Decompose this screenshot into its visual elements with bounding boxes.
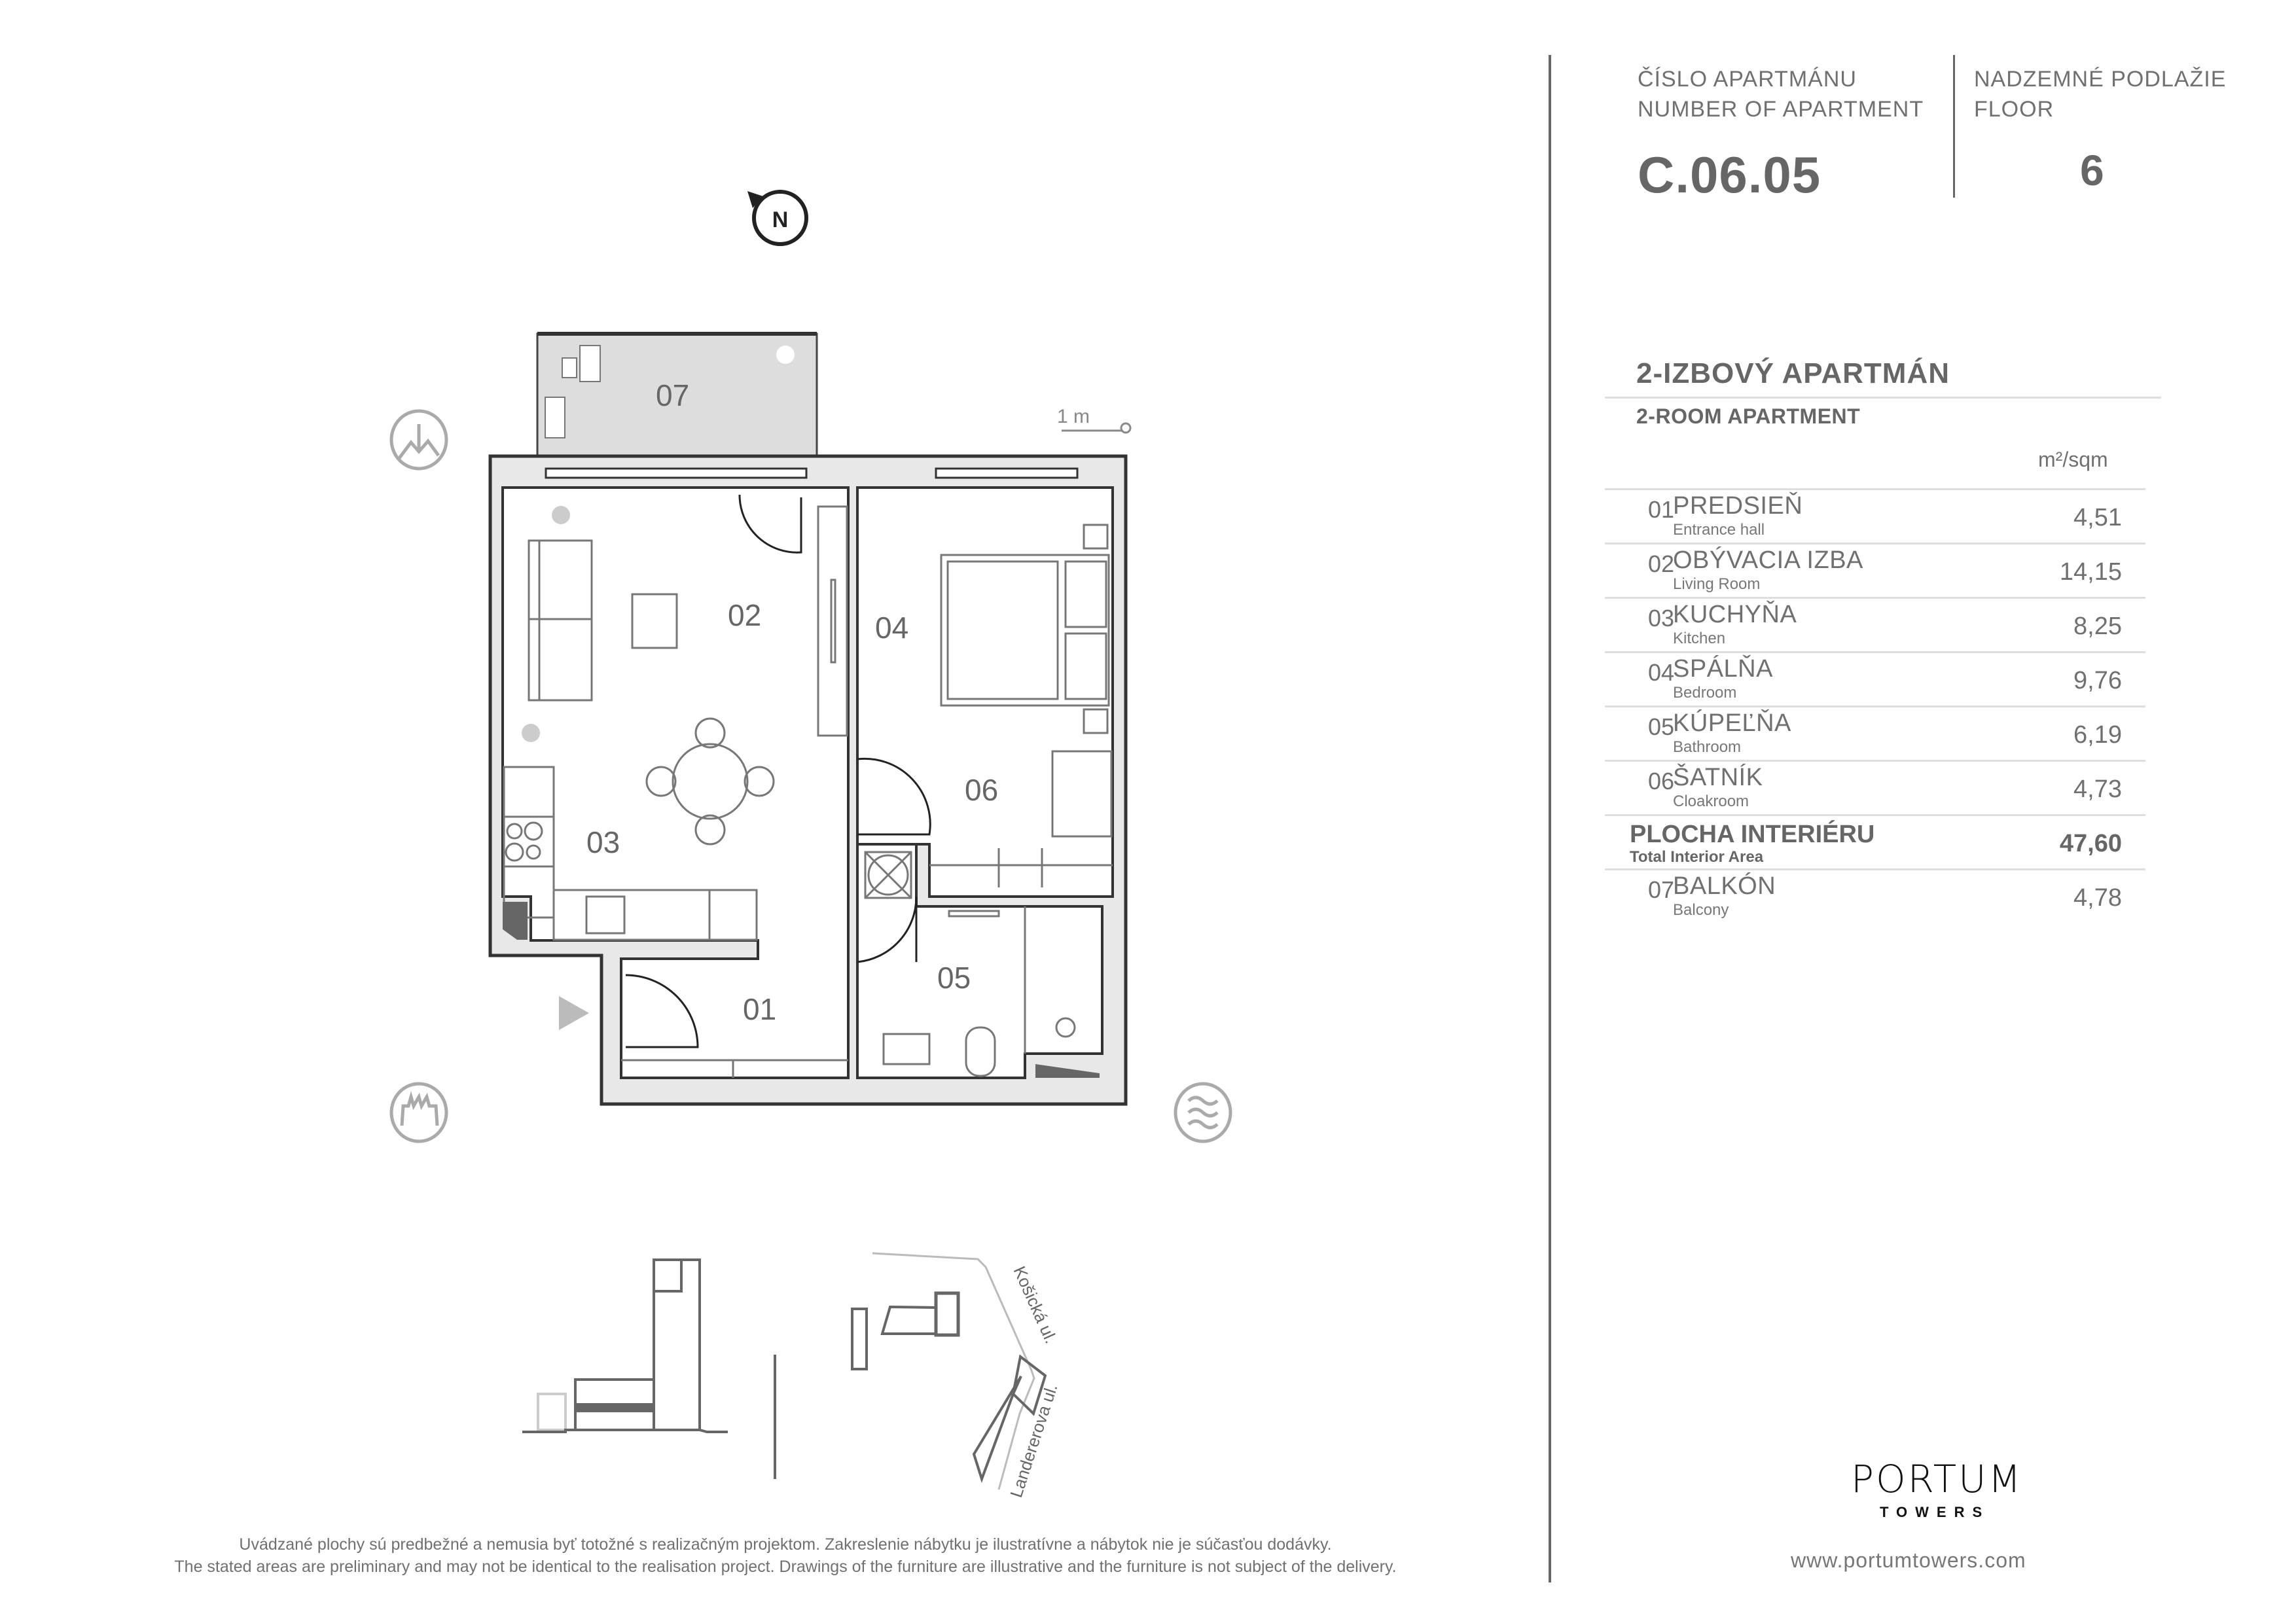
row-divider <box>1605 705 2145 707</box>
plant-icons <box>522 346 795 742</box>
room-row-06: 06 ŠATNÍK Cloakroom 4,73 <box>1605 764 2142 817</box>
room-label-04: 04 <box>875 611 908 645</box>
room-label-01: 01 <box>743 992 776 1026</box>
table-top-line <box>1605 488 2145 490</box>
room-name: KÚPEĽŇA <box>1673 709 1791 737</box>
windows <box>545 467 1079 479</box>
furniture <box>503 505 1113 1078</box>
room-name-en: Kitchen <box>1673 630 1726 647</box>
logo-sub: TOWERS <box>1880 1504 1990 1520</box>
room-number: 07 <box>1647 876 1674 903</box>
room-name-en: Bedroom <box>1673 684 1737 702</box>
room-row-04: 04 SPÁLŇA Bedroom 9,76 <box>1605 655 2142 709</box>
svg-text:1 m: 1 m <box>1057 406 1090 427</box>
panel-divider <box>1549 55 1551 1582</box>
mountain-view-icon <box>389 409 448 471</box>
total-area-row: PLOCHA INTERIÉRU Total Interior Area 47,… <box>1605 818 2142 872</box>
room-name-en: Balcony <box>1673 901 1729 919</box>
room-number: 02 <box>1647 550 1674 577</box>
apartment-type-subtitle: 2-ROOM APARTMENT <box>1636 404 1861 428</box>
room-number: 06 <box>1647 768 1674 794</box>
disclaimer-sk: Uvádzané plochy sú predbežné a nemusia b… <box>239 1535 1332 1554</box>
row-divider <box>1605 543 2145 544</box>
room-row-02: 02 OBÝVACIA IZBA Living Room 14,15 <box>1605 546 2142 600</box>
room-area: 4,51 <box>2073 504 2122 531</box>
room-name: BALKÓN <box>1673 872 1776 900</box>
city-view-icon <box>389 1082 448 1143</box>
apartment-number: C.06.05 <box>1638 146 1821 204</box>
scale-bar: 1 m <box>1057 406 1132 434</box>
floor-plan: N 1 m 07 <box>389 190 1232 1500</box>
floor-label: NADZEMNÉ PODLAŽIE FLOOR <box>1974 64 2226 124</box>
apartment-number-label: ČÍSLO APARTMÁNU NUMBER OF APARTMENT <box>1638 64 1924 124</box>
total-area-label: PLOCHA INTERIÉRU <box>1630 821 1875 848</box>
room-name: SPÁLŇA <box>1673 655 1773 683</box>
room-area: 6,19 <box>2073 721 2122 749</box>
room-area: 9,76 <box>2073 667 2122 694</box>
site-plan <box>851 1252 1047 1490</box>
portum-logo: PORTUM TOWERS <box>1767 1296 2094 1531</box>
room-label-03: 03 <box>586 825 620 859</box>
room-area: 4,78 <box>2073 884 2122 912</box>
row-divider <box>1605 651 2145 653</box>
room-area: 8,25 <box>2073 613 2122 640</box>
room-row-01: 01 PREDSIEŇ Entrance hall 4,51 <box>1605 492 2142 546</box>
street-label-landererova: Landererova ul. <box>1006 1382 1061 1500</box>
floor-label-en: FLOOR <box>1974 97 2054 122</box>
building-section <box>522 1258 776 1479</box>
room-number: 03 <box>1647 605 1674 632</box>
room-name: ŠATNÍK <box>1673 764 1763 791</box>
floor-label-sk: NADZEMNÉ PODLAŽIE <box>1974 67 2227 92</box>
room-name-en: Entrance hall <box>1673 521 1765 539</box>
room-number: 05 <box>1647 713 1674 740</box>
logo-name: PORTUM <box>1851 1457 2023 1501</box>
north-compass-icon: N <box>747 190 808 246</box>
room-name: KUCHYŇA <box>1673 601 1797 628</box>
svg-text:07: 07 <box>656 378 689 412</box>
room-name-en: Cloakroom <box>1673 793 1749 810</box>
row-divider <box>1605 868 2145 870</box>
total-area-value: 47,60 <box>2059 830 2122 857</box>
room-row-07: 07 BALKÓN Balcony 4,78 <box>1605 872 2142 926</box>
floor-number: 6 <box>2080 146 2105 194</box>
balcony-07: 07 <box>536 332 818 457</box>
row-divider <box>1605 597 2145 599</box>
room-number: 04 <box>1647 659 1674 686</box>
total-area-label-en: Total Interior Area <box>1630 848 1764 866</box>
website-link[interactable]: www.portumtowers.com <box>1791 1548 2026 1572</box>
disclaimer-en: The stated areas are preliminary and may… <box>174 1558 1397 1576</box>
room-row-05: 05 KÚPEĽŇA Bathroom 6,19 <box>1605 709 2142 763</box>
street-label-kosicka: Košická ul. <box>1010 1263 1062 1346</box>
area-unit-label: m²/sqm <box>2038 448 2108 471</box>
room-label-05: 05 <box>937 961 971 995</box>
title-divider <box>1605 397 2161 399</box>
room-name-en: Bathroom <box>1673 738 1742 756</box>
header-divider <box>1953 55 1955 198</box>
apartment-label-sk: ČÍSLO APARTMÁNU <box>1638 67 1857 92</box>
room-name: PREDSIEŇ <box>1673 492 1803 520</box>
room-name-en: Living Room <box>1673 575 1761 593</box>
room-number: 01 <box>1647 496 1674 523</box>
room-row-03: 03 KUCHYŇA Kitchen 8,25 <box>1605 601 2142 654</box>
room-label-02: 02 <box>728 598 761 632</box>
apartment-type-title: 2-IZBOVÝ APARTMÁN <box>1636 357 1950 389</box>
room-label-06: 06 <box>965 773 998 807</box>
doors <box>625 494 931 1048</box>
row-divider <box>1605 814 2145 816</box>
north-label: N <box>772 207 789 232</box>
row-divider <box>1605 760 2145 762</box>
room-area: 4,73 <box>2073 776 2122 803</box>
room-area: 14,15 <box>2059 558 2122 586</box>
towers-logo-icon <box>1894 1319 1962 1459</box>
room-name: OBÝVACIA IZBA <box>1673 546 1863 574</box>
water-view-icon <box>1174 1082 1232 1143</box>
apartment-label-en: NUMBER OF APARTMENT <box>1638 97 1924 122</box>
entrance-arrow-icon <box>559 996 589 1030</box>
